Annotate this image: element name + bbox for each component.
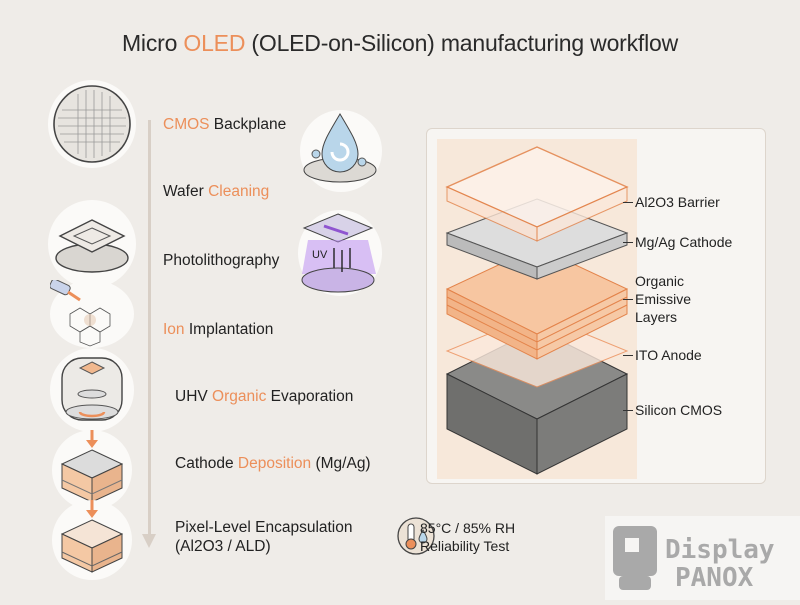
step-cathode-deposition: Cathode Deposition (Mg/Ag) <box>175 455 371 472</box>
label-silicon-cmos: Silicon CMOS <box>635 402 723 418</box>
organic-emissive-layers <box>445 246 629 360</box>
exploded-stack-diagram <box>437 139 637 479</box>
encapsulated-stack-icon <box>52 500 132 580</box>
water-drop-icon <box>300 110 382 192</box>
label-al2o3-barrier: Al2O3 Barrier <box>635 194 720 210</box>
uv-mask-icon: UV <box>298 210 382 296</box>
ion-lattice-icon <box>49 278 134 348</box>
label-ito-anode: ITO Anode <box>635 347 702 363</box>
uv-label: UV <box>312 249 328 261</box>
anode-leader <box>623 355 633 356</box>
logo-line1: Display <box>665 535 775 565</box>
step-ion-implantation: Ion Implantation <box>163 321 274 338</box>
mask-wafer-icon <box>48 200 136 288</box>
flow-line <box>148 120 151 538</box>
logo-line2: PANOX <box>675 563 754 593</box>
barrier-leader <box>623 202 633 203</box>
page-title: Micro OLED (OLED-on-Silicon) manufacturi… <box>121 30 679 56</box>
layer-stack-icon <box>52 430 132 510</box>
thermometer-drop-icon <box>396 516 436 561</box>
organic-leader <box>623 299 633 300</box>
step-pixel-encapsulation: Pixel-Level Encapsulation(Al2O3 / ALD) <box>175 519 353 555</box>
step-uhv-organic-evaporation: UHV Organic Evaporation <box>175 388 354 405</box>
cathode-leader <box>623 242 633 243</box>
al2o3-barrier-layer <box>445 146 629 242</box>
title-accent: OLED <box>183 30 246 56</box>
step-cmos-backplane: CMOS Backplane <box>163 116 287 133</box>
vacuum-chamber-icon <box>50 348 134 432</box>
flow-arrow-icon <box>142 534 156 548</box>
watermark-logo: Display PANOX <box>605 516 800 600</box>
cmos-leader <box>623 410 633 411</box>
label-mg-ag-cathode: Mg/Ag Cathode <box>635 234 733 250</box>
step-wafer-cleaning: Wafer Cleaning <box>163 183 270 200</box>
wafer-icon <box>48 80 136 168</box>
step-photolithography: Photolithography <box>163 252 280 269</box>
